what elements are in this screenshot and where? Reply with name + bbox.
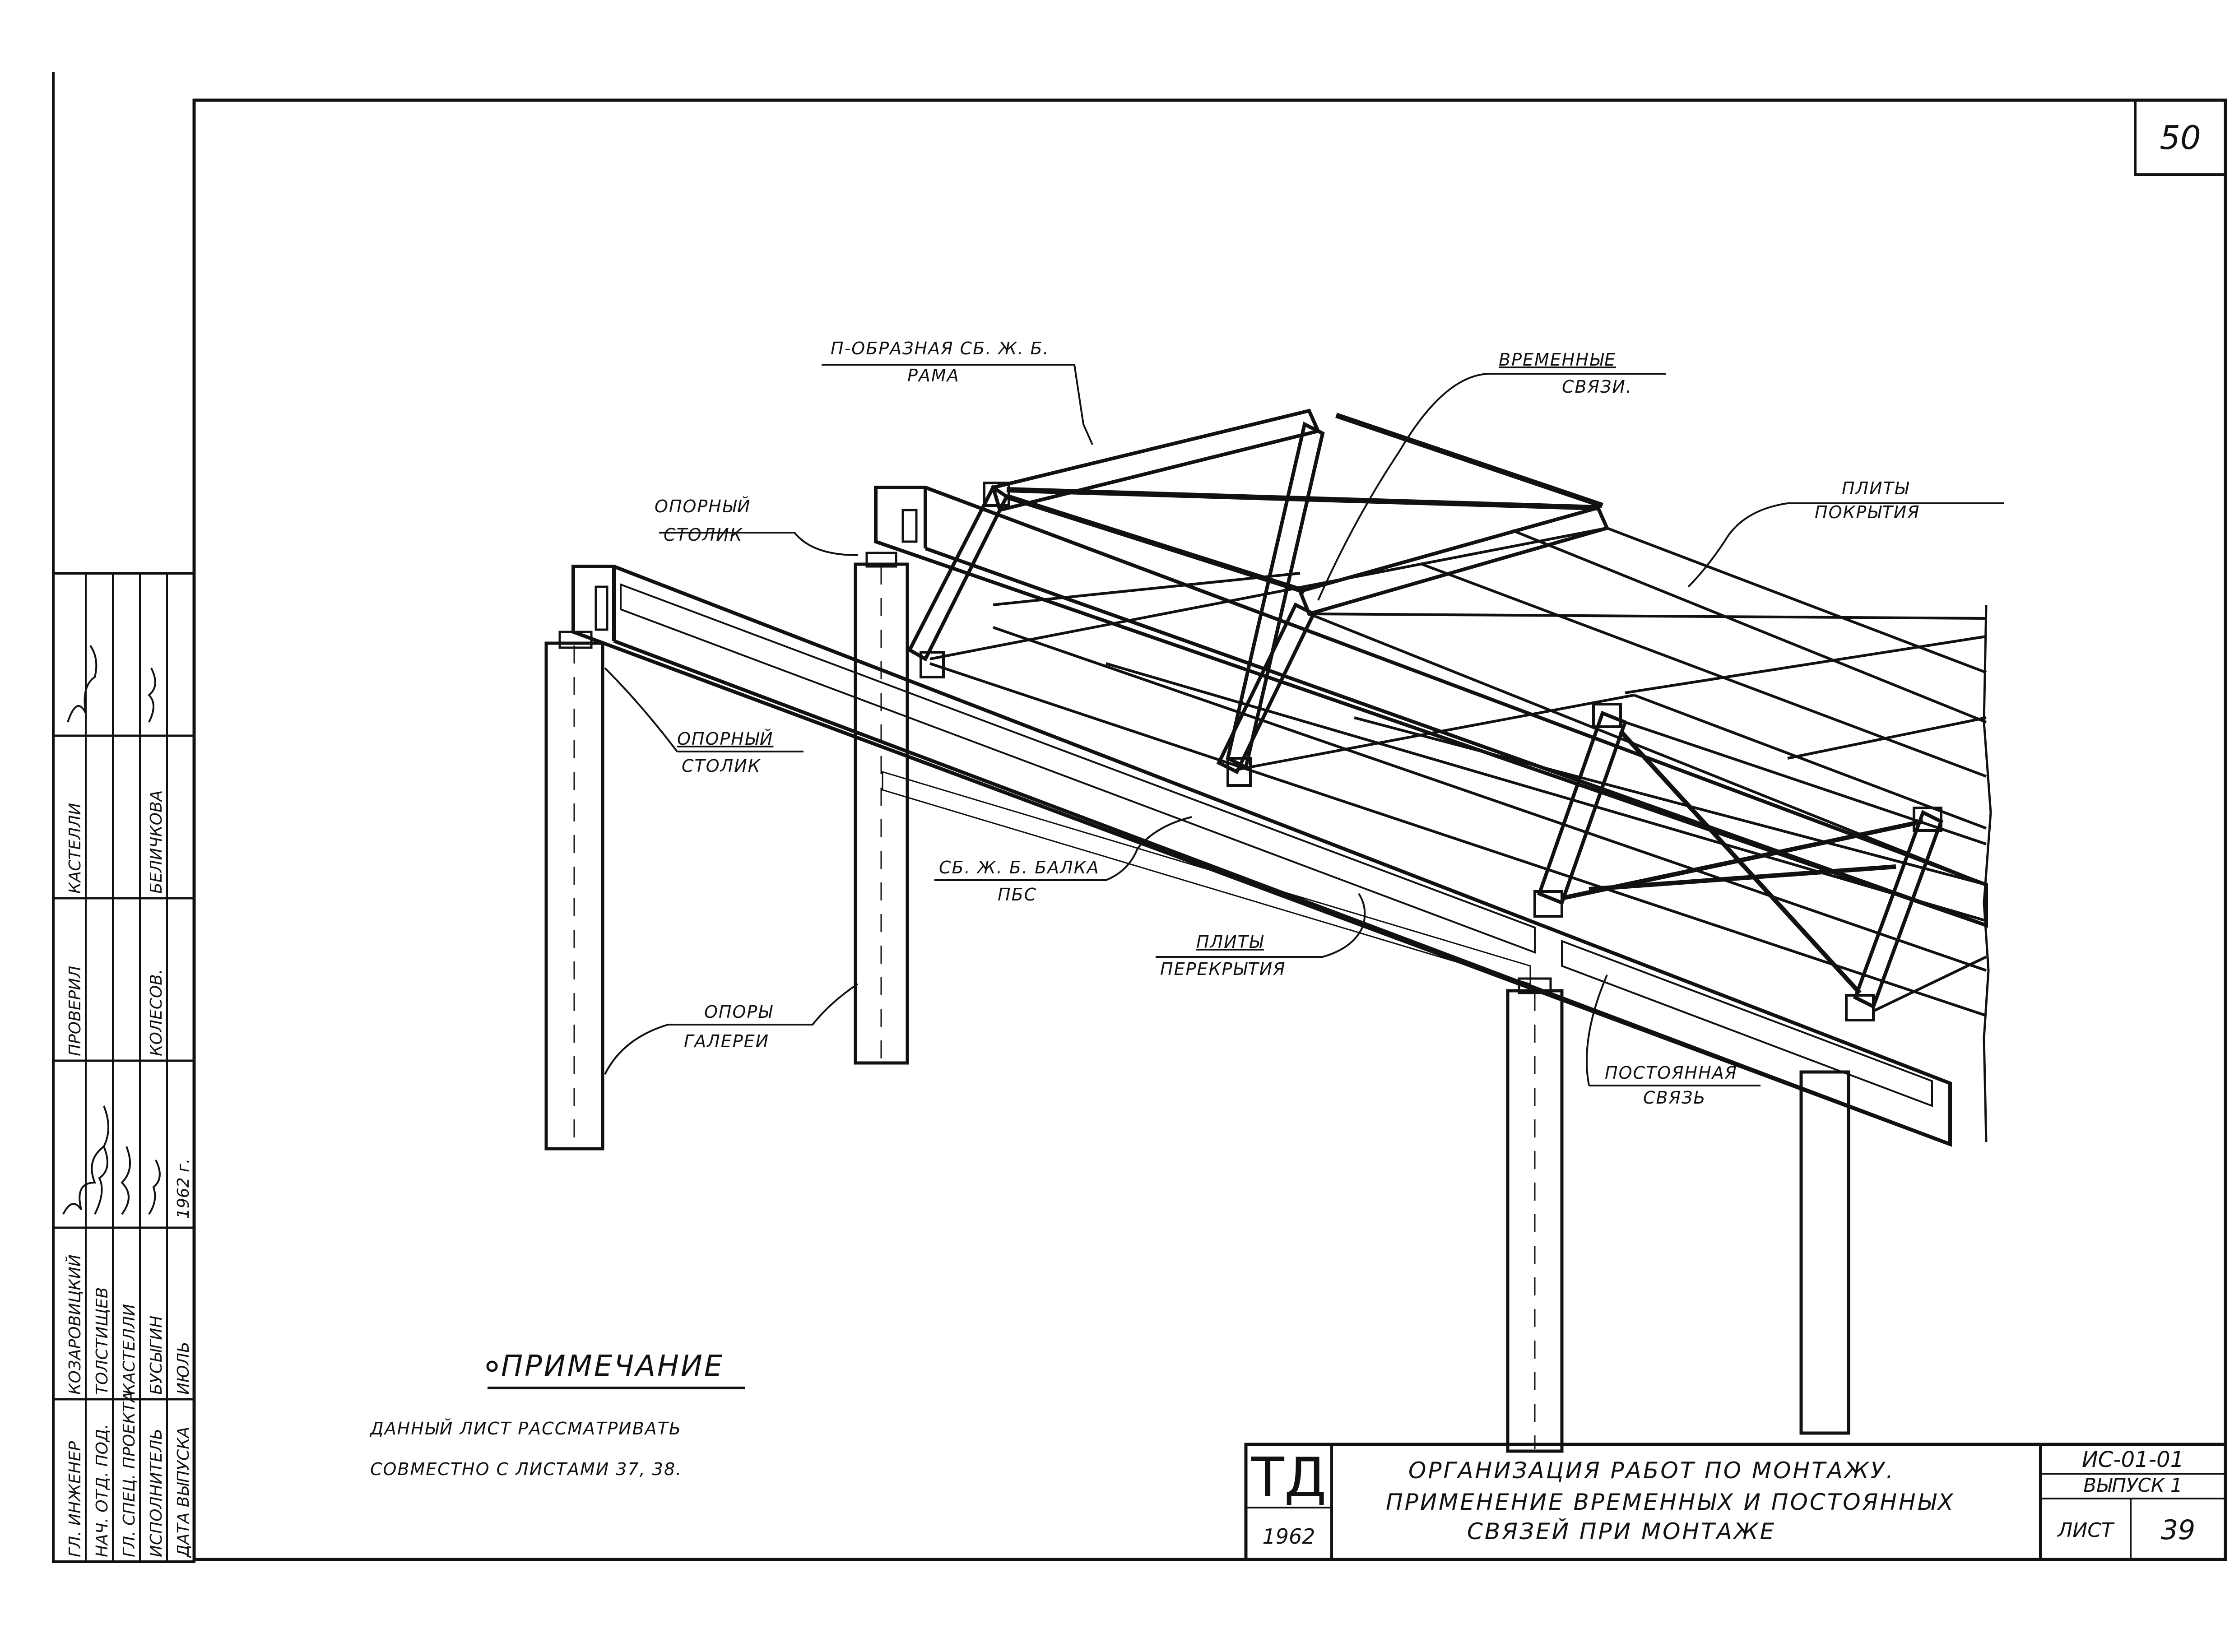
stamp-name-5: ИЮЛЬ [174, 1341, 193, 1395]
label-support-top: ОПОРНЫЙ СТОЛИК [655, 497, 751, 545]
label-perm-tie: ПОСТОЯННАЯ СВЯЗЬ [1605, 1063, 1737, 1108]
label-support-mid-line1: ОПОРНЫЙ [677, 729, 773, 749]
label-support-top-line1: ОПОРНЫЙ [655, 497, 751, 516]
stamp-row-2: НАЧ. ОТД. ПОД. [93, 1424, 111, 1557]
label-perm-tie-line2: СВЯЗЬ [1643, 1088, 1706, 1108]
label-gallery-supports-line1: ОПОРЫ [704, 1002, 773, 1022]
label-beam: СБ. Ж. Б. БАЛКА ПБС [939, 858, 1100, 905]
label-support-mid: ОПОРНЫЙ СТОЛИК [677, 729, 773, 776]
label-beam-line2: ПБС [998, 885, 1037, 905]
portal-frame-left [907, 408, 1325, 787]
note-block: ПРИМЕЧАНИЕ ДАННЫЙ ЛИСТ РАССМАТРИВАТЬ СОВ… [369, 1350, 745, 1479]
note-bullet-icon [486, 1360, 498, 1372]
page-number-box: 50 [2134, 99, 2227, 176]
title-block-text: ТД 1962 ОРГАНИЗАЦИЯ РАБОТ ПО МОНТАЖУ. ПР… [1250, 1447, 2195, 1549]
note-line1: ДАННЫЙ ЛИСТ РАССМАТРИВАТЬ [369, 1419, 682, 1439]
column-right-rear [1799, 1070, 1850, 1435]
label-beam-line1: СБ. Ж. Б. БАЛКА [939, 858, 1100, 877]
signatures [62, 645, 161, 1215]
title-line-3: СВЯЗЕЙ ПРИ МОНТАЖЕ [1467, 1518, 1776, 1545]
stamp-row-4: ИСПОЛНИТЕЛЬ [147, 1429, 166, 1557]
column-middle [854, 552, 909, 1065]
label-gallery-supports: ОПОРЫ ГАЛЕРЕИ [684, 1002, 773, 1051]
column-left [544, 631, 604, 1151]
sheet-label: ЛИСТ [2057, 1519, 2115, 1542]
stamp-name-2: ТОЛСТИЩЕВ [93, 1287, 111, 1395]
stamp-name-4: БУСЫГИН [147, 1316, 166, 1395]
label-floor-slabs-line2: ПЕРЕКРЫТИЯ [1160, 959, 1286, 979]
sheet-frame [52, 72, 2227, 1563]
label-temp-ties-line1: ВРЕМЕННЫЕ [1499, 350, 1616, 370]
issue-number: ВЫПУСК 1 [2083, 1474, 2183, 1496]
label-support-top-line2: СТОЛИК [664, 525, 743, 545]
stamp-name-1: КОЗАРОВИЦКИЙ [65, 1254, 84, 1395]
stamp-row-5: ДАТА ВЫПУСКА [174, 1427, 193, 1558]
roof-slabs [929, 527, 1987, 1017]
label-floor-slabs-line1: ПЛИТЫ [1196, 932, 1264, 952]
side-stamp-text: ГЛ. ИНЖЕНЕР НАЧ. ОТД. ПОД. ГЛ. СПЕЦ. ПРО… [65, 790, 193, 1558]
page-number: 50 [2160, 119, 2201, 157]
stamp-checked-label: ПРОВЕРИЛ [66, 966, 84, 1056]
org-year: 1962 [1262, 1524, 1315, 1549]
stamp-name-3: КАСТЕЛЛИ [120, 1304, 139, 1395]
column-right-front [1506, 977, 1564, 1453]
label-roof-slabs-line2: ПОКРЫТИЯ [1815, 502, 1920, 522]
stamp-row-1: ГЛ. ИНЖЕНЕР [66, 1441, 84, 1557]
stamp-checked-name-2: КОЛЕСОВ. [147, 969, 166, 1056]
title-line-2: ПРИМЕНЕНИЕ ВРЕМЕННЫХ И ПОСТОЯННЫХ [1386, 1489, 1955, 1515]
title-block [1244, 1443, 2227, 1561]
structure-isometric [544, 408, 1992, 1453]
label-gallery-supports-line2: ГАЛЕРЕИ [684, 1031, 769, 1051]
label-floor-slabs: ПЛИТЫ ПЕРЕКРЫТИЯ [1160, 932, 1286, 979]
label-temp-ties-line2: СВЯЗИ. [1562, 377, 1632, 397]
temporary-ties [1006, 413, 1603, 594]
rear-beam [874, 486, 1988, 928]
title-line-1: ОРГАНИЗАЦИЯ РАБОТ ПО МОНТАЖУ. [1408, 1457, 1895, 1484]
org-mark: ТД [1250, 1447, 1326, 1509]
front-beam [571, 565, 1952, 1147]
sheet-number: 39 [2161, 1514, 2195, 1546]
doc-code: ИС-01-01 [2082, 1447, 2184, 1472]
stamp-checked-name-1: КАСТЕЛЛИ [66, 803, 84, 894]
label-frame: П-ОБРАЗНАЯ СБ. Ж. Б. РАМА [831, 339, 1050, 385]
note-heading: ПРИМЕЧАНИЕ [501, 1350, 724, 1383]
stamp-year: 1962 г. [174, 1159, 193, 1219]
stamp-row-3: ГЛ. СПЕЦ. ПРОЕКТА [120, 1391, 139, 1557]
label-roof-slabs-line1: ПЛИТЫ [1842, 478, 1909, 498]
side-stamp [52, 572, 195, 1563]
leader-lines [604, 364, 2004, 1086]
label-frame-line2: РАМА [907, 366, 960, 385]
label-support-mid-line2: СТОЛИК [682, 756, 761, 776]
label-frame-line1: П-ОБРАЗНАЯ СБ. Ж. Б. [831, 339, 1050, 358]
break-line [1983, 604, 1992, 1142]
label-perm-tie-line1: ПОСТОЯННАЯ [1605, 1063, 1737, 1083]
label-roof-slabs: ПЛИТЫ ПОКРЫТИЯ [1815, 478, 1920, 522]
label-temp-ties: ВРЕМЕННЫЕ СВЯЗИ. [1499, 350, 1632, 397]
stamp-checked-name-3: БЕЛИЧКОВА [147, 790, 166, 894]
note-line2: СОВМЕСТНО С ЛИСТАМИ 37, 38. [370, 1459, 682, 1479]
